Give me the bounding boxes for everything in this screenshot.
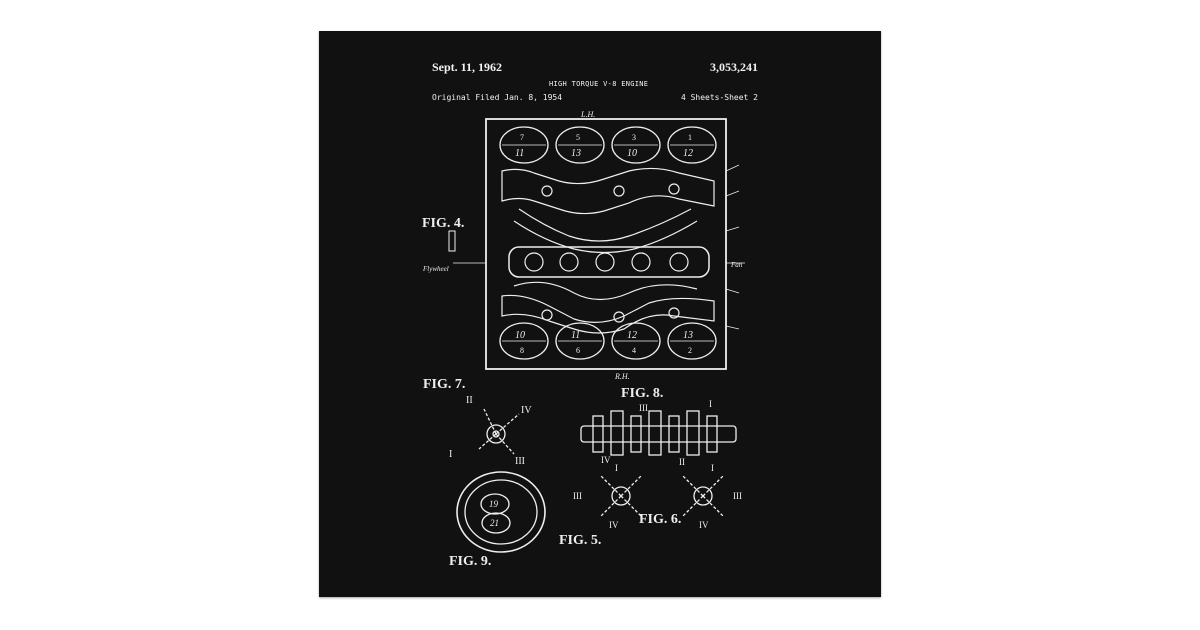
cylinder-number: 4 — [632, 346, 636, 355]
bottom-cylinder-bank: 10 8 11 6 12 4 13 2 — [499, 322, 717, 360]
cylinder-number: 2 — [688, 346, 692, 355]
label-lh: L.H. — [580, 110, 595, 119]
fig8-label: FIG. 8. — [621, 386, 663, 401]
roman-numeral: I — [711, 463, 714, 473]
callout-lines — [453, 164, 745, 330]
cylinder-number: 12 — [683, 148, 693, 159]
cylinder-number: 3 — [632, 133, 636, 142]
cylinder-circle — [611, 126, 661, 164]
roman-numeral: III — [515, 456, 525, 467]
circle-number: 21 — [490, 518, 499, 528]
fig9-figure: 19 21 FIG. 9. — [449, 471, 546, 569]
roman-numeral: I — [709, 399, 712, 409]
label-fan: Fan — [730, 261, 743, 269]
cylinder-number: 8 — [520, 346, 524, 355]
patent-canvas: Sept. 11, 1962 3,053,241 HIGH TORQUE V-8… — [319, 31, 881, 597]
filed-date: Original Filed Jan. 8, 1954 — [432, 93, 563, 102]
patent-number: 3,053,241 — [710, 60, 758, 74]
roman-numeral: II — [679, 457, 685, 467]
fig7-label: FIG. 7. — [423, 377, 465, 392]
cylinder-number: 13 — [683, 330, 693, 341]
cylinder-number: 11 — [571, 330, 580, 341]
roman-numeral: III — [573, 491, 582, 501]
patent-drawing: L.H. R.H. 7 11 5 13 3 10 1 12 — [422, 110, 745, 569]
roman-numeral: IV — [601, 455, 611, 465]
fig5-label: FIG. 5. — [559, 533, 601, 548]
label-rh: R.H. — [614, 372, 630, 381]
roman-numeral: IV — [609, 520, 619, 530]
label-flywheel: Flywheel — [422, 265, 449, 273]
cylinder-number: 10 — [515, 330, 525, 341]
cylinder-circle — [555, 126, 605, 164]
cylinder-circle — [555, 322, 605, 360]
center-manifold — [508, 246, 710, 278]
patent-title: HIGH TORQUE V-8 ENGINE — [549, 80, 649, 88]
cylinder-circle — [667, 126, 717, 164]
roman-numeral: II — [466, 395, 473, 406]
cylinder-number: 6 — [576, 346, 580, 355]
fig6-figure: III I IV III I IV FIG. 6. — [573, 463, 742, 530]
cylinder-number: 13 — [571, 148, 581, 159]
engine-block-outline — [485, 118, 727, 370]
intake-manifold — [501, 167, 715, 334]
flywheel-shaft — [448, 230, 456, 252]
crankshaft-main — [580, 425, 737, 443]
roman-numeral: I — [615, 463, 618, 473]
fig7-hub — [486, 424, 506, 444]
patent-date: Sept. 11, 1962 — [432, 60, 503, 74]
cylinder-number: 7 — [520, 133, 524, 142]
cylinder-circle — [667, 322, 717, 360]
cylinder-number: 1 — [688, 133, 692, 142]
cylinder-number: 11 — [515, 148, 524, 159]
fig7-figure: FIG. 7. II IV I III — [423, 377, 532, 467]
roman-numeral: IV — [521, 405, 532, 416]
cylinder-number: 12 — [627, 330, 637, 341]
fig9-label: FIG. 9. — [449, 554, 491, 569]
fig9-outer-ring — [456, 471, 546, 553]
cylinder-number: 10 — [627, 148, 637, 159]
cylinder-circle — [499, 126, 549, 164]
circle-number: 19 — [489, 499, 499, 509]
fig8-figure: FIG. 8. III I IV II — [580, 386, 737, 467]
fig4-label: FIG. 4. — [422, 216, 464, 231]
roman-numeral: III — [733, 491, 742, 501]
engine-block-figure: L.H. R.H. 7 11 5 13 3 10 1 12 — [422, 110, 745, 381]
roman-numeral: III — [639, 403, 648, 413]
roman-numeral: IV — [699, 520, 709, 530]
roman-numeral: I — [449, 449, 452, 460]
cylinder-circle — [499, 322, 549, 360]
top-cylinder-bank: 7 11 5 13 3 10 1 12 — [499, 126, 717, 164]
cylinder-number: 5 — [576, 133, 580, 142]
sheet-count: 4 Sheets-Sheet 2 — [680, 93, 758, 102]
cylinder-circle — [611, 322, 661, 360]
fig6-label: FIG. 6. — [639, 512, 681, 527]
